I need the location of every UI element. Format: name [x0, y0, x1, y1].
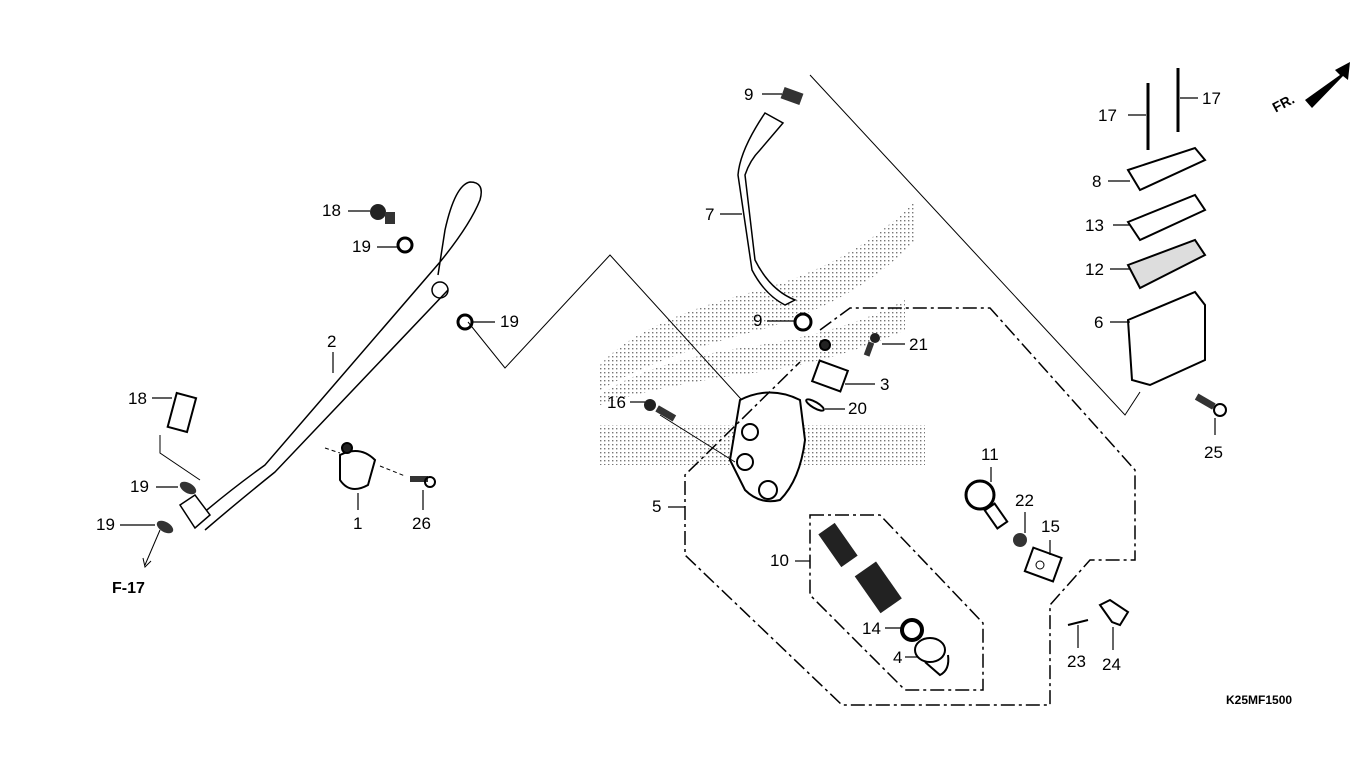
- callout-8: 8: [1092, 172, 1102, 191]
- reservoir-6: [1126, 290, 1206, 387]
- piston-set: [818, 522, 902, 614]
- reservoir-cap-8: [1126, 146, 1207, 192]
- washer-bottom-2: [156, 520, 174, 534]
- callout-22: 22: [1015, 491, 1034, 510]
- diaphragm-12: [1126, 238, 1207, 290]
- screws-17: [1146, 68, 1180, 150]
- callout-5: 5: [652, 497, 662, 516]
- callout-17: 17: [1202, 89, 1221, 108]
- callout-11: 11: [981, 445, 999, 464]
- clamp: [339, 442, 377, 490]
- callout-6: 6: [1094, 313, 1104, 332]
- diagram-code: K25MF1500: [1226, 693, 1293, 707]
- nut-22: [1013, 533, 1027, 547]
- washer-bottom-1: [179, 481, 197, 495]
- lever: [737, 112, 797, 306]
- pivot-bolt-11: [964, 479, 1009, 530]
- leader-lines: [120, 93, 1216, 658]
- oil-bolt-bottom: [166, 391, 198, 434]
- plate-13: [1126, 193, 1207, 242]
- holder-15: [1023, 546, 1063, 583]
- callout-13: 13: [1085, 216, 1104, 235]
- callout-20: 20: [848, 399, 867, 418]
- callout-21: 21: [909, 335, 928, 354]
- bolt-25: [1194, 393, 1227, 417]
- callout-9: 9: [753, 311, 763, 330]
- callout-2: 2: [327, 332, 337, 351]
- callout-3: 3: [880, 375, 890, 394]
- callout-7: 7: [705, 205, 715, 224]
- callout-19: 19: [500, 312, 519, 331]
- screw-26: [410, 476, 436, 488]
- o-ring-20: [805, 398, 825, 412]
- cap-24: [1098, 598, 1130, 627]
- callout-18: 18: [128, 389, 147, 408]
- callout-16: 16: [607, 393, 626, 412]
- clip-9-mid: [793, 312, 813, 332]
- callout-15: 15: [1041, 517, 1060, 536]
- clip-9-top: [780, 86, 804, 106]
- callout-19: 19: [352, 237, 371, 256]
- brake-hose: [178, 181, 482, 531]
- callout-19: 19: [130, 477, 149, 496]
- callout-1: 1: [353, 514, 363, 533]
- callout-24: 24: [1102, 655, 1121, 674]
- callout-10: 10: [770, 551, 789, 570]
- callout-26: 26: [412, 514, 431, 533]
- bolt-16: [644, 399, 677, 422]
- callout-12: 12: [1085, 260, 1104, 279]
- master-cylinder-body: [728, 391, 807, 503]
- screw-21: [863, 333, 880, 357]
- assembly-outline-5: [684, 307, 1136, 706]
- callout-23: 23: [1067, 652, 1086, 671]
- circlip-14: [900, 618, 924, 642]
- front-arrow-icon: [1305, 62, 1350, 108]
- switch-3: [810, 339, 850, 393]
- callout-4: 4: [893, 648, 903, 667]
- callout-14: 14: [862, 619, 881, 638]
- reference-link[interactable]: F-17: [112, 580, 145, 597]
- oil-bolt-top: [370, 204, 395, 224]
- assembly-outline-10: [809, 514, 984, 691]
- honda-wing-watermark: [600, 200, 915, 405]
- pin-23: [1067, 619, 1089, 626]
- washer-top-2: [456, 313, 474, 331]
- boot-4: [914, 637, 950, 677]
- callout-17: 17: [1098, 106, 1117, 125]
- callout-25: 25: [1204, 443, 1223, 462]
- callout-9: 9: [744, 85, 754, 104]
- washer-top-1: [396, 236, 414, 254]
- callout-18: 18: [322, 201, 341, 220]
- callout-19: 19: [96, 515, 115, 534]
